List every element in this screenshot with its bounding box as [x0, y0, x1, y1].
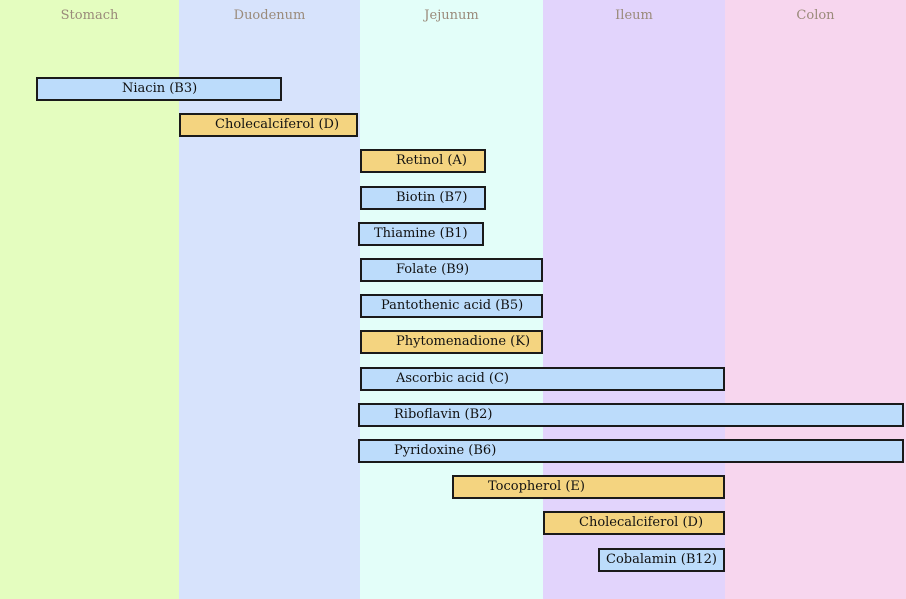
vitamin-bar: Retinol (A) — [360, 149, 486, 173]
vitamin-label: Niacin (B3) — [122, 81, 198, 96]
vitamin-label: Cobalamin (B12) — [606, 552, 717, 567]
region-colon: Colon — [725, 0, 906, 599]
vitamin-bar: Pyridoxine (B6) — [358, 439, 904, 463]
region-ileum: Ileum — [543, 0, 725, 599]
vitamin-bar: Thiamine (B1) — [358, 222, 484, 246]
region-label: Colon — [796, 8, 835, 23]
region-label: Stomach — [60, 8, 119, 23]
vitamin-label: Phytomenadione (K) — [396, 334, 531, 349]
vitamin-label: Riboflavin (B2) — [394, 407, 493, 422]
vitamin-bar: Niacin (B3) — [36, 77, 282, 101]
vitamin-bar: Pantothenic acid (B5) — [360, 294, 543, 318]
vitamin-label: Tocopherol (E) — [488, 479, 585, 494]
vitamin-bar: Phytomenadione (K) — [360, 330, 543, 354]
vitamin-bar: Folate (B9) — [360, 258, 543, 282]
region-label: Jejunum — [424, 8, 479, 23]
vitamin-label: Cholecalciferol (D) — [579, 515, 704, 530]
vitamin-label: Retinol (A) — [396, 153, 467, 168]
vitamin-bar: Tocopherol (E) — [452, 475, 725, 499]
vitamin-bar: Cholecalciferol (D) — [543, 511, 725, 535]
region-label: Duodenum — [233, 8, 306, 23]
vitamin-bar: Riboflavin (B2) — [358, 403, 904, 427]
vitamin-label: Cholecalciferol (D) — [215, 117, 340, 132]
vitamin-bar: Cobalamin (B12) — [598, 548, 725, 572]
vitamin-label: Thiamine (B1) — [374, 226, 468, 241]
vitamin-label: Biotin (B7) — [396, 190, 468, 205]
vitamin-label: Pantothenic acid (B5) — [381, 298, 524, 313]
vitamin-label: Ascorbic acid (C) — [396, 371, 510, 386]
region-label: Ileum — [615, 8, 653, 23]
vitamin-bar: Cholecalciferol (D) — [179, 113, 358, 137]
vitamin-bar: Biotin (B7) — [360, 186, 486, 210]
vitamin-label: Pyridoxine (B6) — [394, 443, 497, 458]
vitamin-label: Folate (B9) — [396, 262, 470, 277]
vitamin-bar: Ascorbic acid (C) — [360, 367, 725, 391]
